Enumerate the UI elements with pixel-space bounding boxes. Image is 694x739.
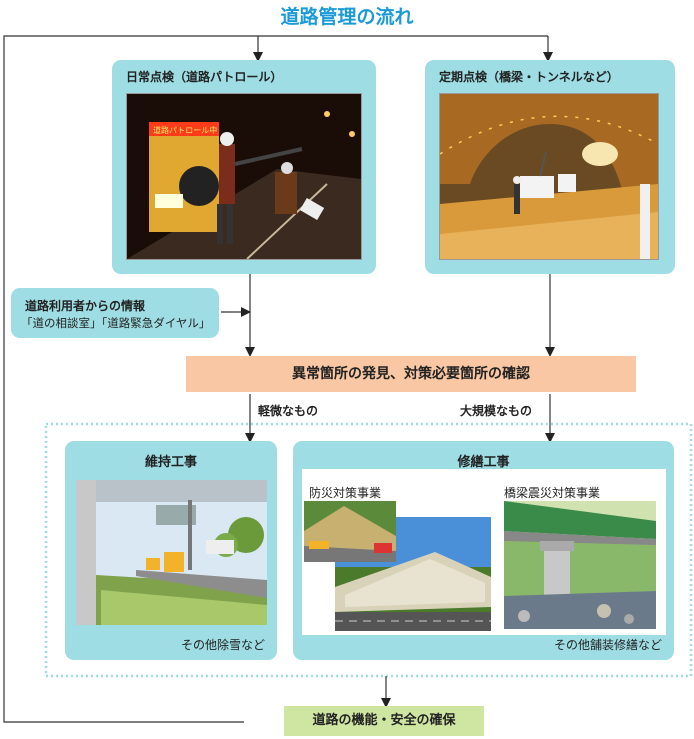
truck-sign-text: 道路パトロール中 [153, 125, 217, 135]
repair-work-title: 修繕工事 [457, 455, 510, 470]
repair-work-box: 修繕工事 防災対策事業 橋梁震災対策事業 [293, 441, 674, 660]
periodic-inspection-box: 定期点検（橋梁・トンネルなど） [425, 60, 675, 274]
tunnel-photo [439, 93, 659, 260]
info-title: 道路利用者からの情報 [25, 299, 146, 313]
maintenance-work-box: 維持工事 その他除雪など [65, 441, 277, 660]
bridge-photo [504, 501, 656, 629]
slope-photo-small [304, 501, 396, 562]
bridge-seismic-label: 橋梁震災対策事業 [504, 486, 601, 500]
page-title: 道路管理の流れ [280, 6, 414, 28]
daily-inspection-box: 日常点検（道路パトロール） 道路パトロール中 [112, 60, 376, 274]
repair-note: その他舗装修繕など [553, 638, 662, 652]
maintenance-work-title: 維持工事 [144, 455, 197, 470]
discovery-box: 異常箇所の発見、対策必要箇所の確認 [186, 356, 636, 392]
maintenance-note: その他除雪など [180, 638, 265, 652]
night-patrol-photo: 道路パトロール中 [126, 93, 362, 260]
periodic-inspection-label: 定期点検（橋梁・トンネルなど） [439, 70, 619, 84]
final-outcome-box: 道路の機能・安全の確保 [284, 706, 484, 736]
major-label: 大規模なもの [460, 404, 533, 418]
minor-label: 軽微なもの [258, 404, 319, 418]
info-channels: 「道の相談室」「道路緊急ダイヤル」 [21, 316, 211, 330]
feedback-loop-line [3, 35, 548, 723]
daily-inspection-label: 日常点検（道路パトロール） [126, 70, 283, 84]
works-dotted-frame [44, 422, 693, 678]
disaster-prevention-label: 防災対策事業 [309, 486, 382, 500]
maintenance-photo [76, 480, 267, 625]
road-user-info-box: 道路利用者からの情報 「道の相談室」「道路緊急ダイヤル」 [11, 288, 219, 338]
